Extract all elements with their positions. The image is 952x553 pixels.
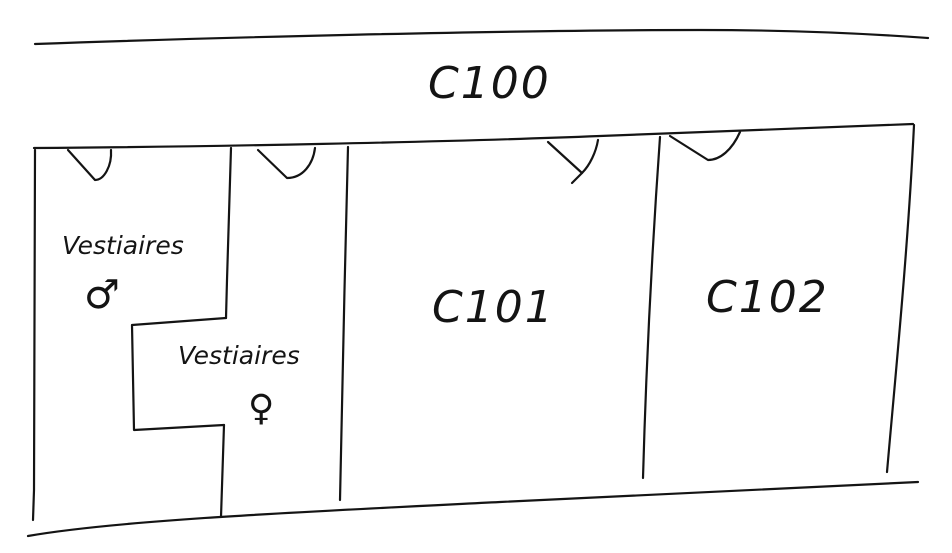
door-swing-c101-tail <box>570 171 584 185</box>
corridor-bottom-wall <box>26 480 920 538</box>
locker-partition-upper <box>224 146 233 320</box>
women-lockers-label: Vestiaires <box>178 341 300 370</box>
wall-c101-c102 <box>641 135 662 480</box>
door-swing-women-lockers <box>256 146 317 180</box>
door-swing-c101 <box>546 138 600 175</box>
left-outer-wall <box>31 148 37 522</box>
locker-partition-step <box>130 316 228 432</box>
room-label-c101: C101 <box>432 282 555 333</box>
female-symbol-icon: ♀ <box>248 388 274 429</box>
corridor-top-wall <box>33 28 930 46</box>
room-label-c102: C102 <box>706 272 829 323</box>
locker-partition-lower <box>219 423 226 519</box>
corridor-inner-wall <box>32 122 915 150</box>
male-symbol-icon: ♂ <box>84 272 120 318</box>
door-swing-men-lockers <box>66 148 113 182</box>
door-swing-c102 <box>668 130 742 162</box>
room-label-c100: C100 <box>428 58 551 109</box>
wall-lockers-c101 <box>338 145 350 502</box>
right-outer-wall <box>885 123 916 474</box>
men-lockers-label: Vestiaires <box>62 231 184 260</box>
